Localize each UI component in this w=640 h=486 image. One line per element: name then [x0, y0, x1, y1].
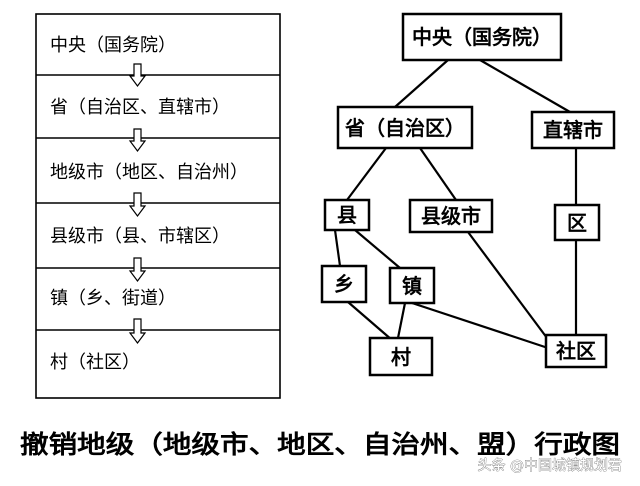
edge-central-municipality: [479, 59, 571, 113]
node-township-box: [320, 264, 368, 304]
hierarchy-outer-box: [35, 13, 281, 399]
node-municipality-label: 直辖市: [543, 118, 603, 142]
edge-central-province: [394, 59, 449, 108]
node-municipality-box: [530, 110, 616, 150]
level-prefecture: 地级市（地区、自治州）: [50, 162, 248, 183]
node-countycity-label: 县级市: [421, 204, 481, 228]
node-community-box: [544, 333, 608, 369]
node-county-label: 县: [337, 203, 357, 227]
node-central-box: [401, 12, 563, 62]
down-arrow-icon: [128, 63, 147, 87]
edge-province-countycity: [419, 147, 457, 201]
edge-town-community: [411, 301, 549, 350]
node-central-label: 中央（国务院）: [412, 25, 552, 49]
level-province: 省（自治区、直辖市）: [50, 97, 230, 118]
down-arrow-icon: [128, 257, 147, 282]
down-arrow-icon: [128, 318, 147, 344]
node-town-box: [388, 266, 436, 305]
node-town-label: 镇: [402, 274, 422, 298]
node-countycity-box: [408, 198, 494, 234]
level-central: 中央（国务院）: [50, 35, 176, 56]
down-arrow-icon: [128, 128, 147, 152]
level-township: 镇（乡、街道）: [50, 288, 176, 309]
node-province-label: 省（自治区）: [344, 116, 465, 140]
node-province-box: [336, 105, 474, 150]
node-village-box: [368, 336, 434, 377]
level-county: 县级市（县、市辖区）: [50, 226, 230, 247]
edge-countycity-community: [467, 231, 551, 343]
edge-town-village: [396, 302, 407, 339]
node-community-label: 社区: [555, 339, 596, 363]
watermark: 头条 @中国城镇规划君: [478, 457, 622, 474]
node-district-box: [553, 203, 601, 242]
right-tree-diagram: 中央（国务院） 省（自治区） 直辖市 县 县级市 区 乡 镇 村 社区: [320, 12, 616, 377]
edge-township-village: [347, 301, 393, 341]
edge-county-town: [354, 229, 401, 269]
node-township-label: 乡: [334, 272, 354, 296]
level-village: 村（社区）: [50, 352, 140, 373]
edge-province-county: [346, 147, 387, 201]
edge-county-township: [333, 229, 342, 267]
figure-caption: 撤销地级（地级市、地区、自治州、盟）行政图: [20, 430, 620, 459]
node-village-label: 村: [391, 345, 411, 369]
down-arrow-icon: [128, 192, 147, 217]
node-county-box: [323, 198, 371, 232]
node-district-label: 区: [567, 211, 587, 235]
left-hierarchy-panel: 中央（国务院） 省（自治区、直辖市） 地级市（地区、自治州） 县级市（县、市辖区…: [35, 13, 281, 399]
